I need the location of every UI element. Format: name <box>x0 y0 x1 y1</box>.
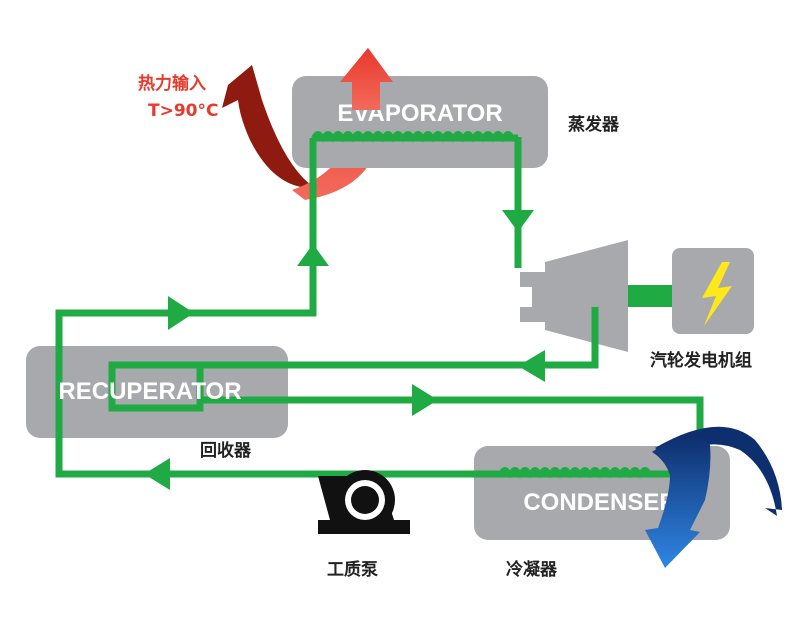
condenser-coil <box>498 467 652 479</box>
heat-input-temp: T>90°C <box>148 101 218 121</box>
flow-arrow-left <box>518 350 545 382</box>
generator <box>672 248 754 334</box>
heat-output-arrow-head <box>340 48 393 110</box>
flow-arrow-right <box>412 384 438 416</box>
turbine-body <box>520 240 628 352</box>
evaporator-coil <box>311 131 515 143</box>
pump-hub <box>351 486 379 514</box>
cooling-arrow <box>645 426 782 568</box>
pump-cn-label: 工质泵 <box>327 560 378 580</box>
turbine-shaft <box>628 285 673 307</box>
lightning-bolt-icon <box>702 262 732 326</box>
flow-arrows <box>144 210 545 490</box>
turbine-cn-label: 汽轮发电机组 <box>650 350 752 371</box>
recuperator-label: RECUPERATOR <box>58 378 241 405</box>
recuperator-cn-label: 回收器 <box>200 440 252 461</box>
flow-arrow-right <box>168 296 194 330</box>
evaporator-cn-label: 蒸发器 <box>568 114 620 135</box>
evaporator: EVAPORATOR <box>292 76 548 168</box>
recuperator-box <box>26 346 288 438</box>
condenser-cn-label: 冷凝器 <box>506 559 558 580</box>
turbine <box>520 240 673 352</box>
pump <box>318 470 410 534</box>
recuperator <box>26 346 288 438</box>
flow-arrow-left <box>144 458 170 490</box>
flow-arrow-up <box>297 244 329 266</box>
heat-input-label: 热力输入 <box>138 73 206 94</box>
flow-arrow-down <box>502 210 534 232</box>
condenser-label: CONDENSER <box>523 489 676 516</box>
